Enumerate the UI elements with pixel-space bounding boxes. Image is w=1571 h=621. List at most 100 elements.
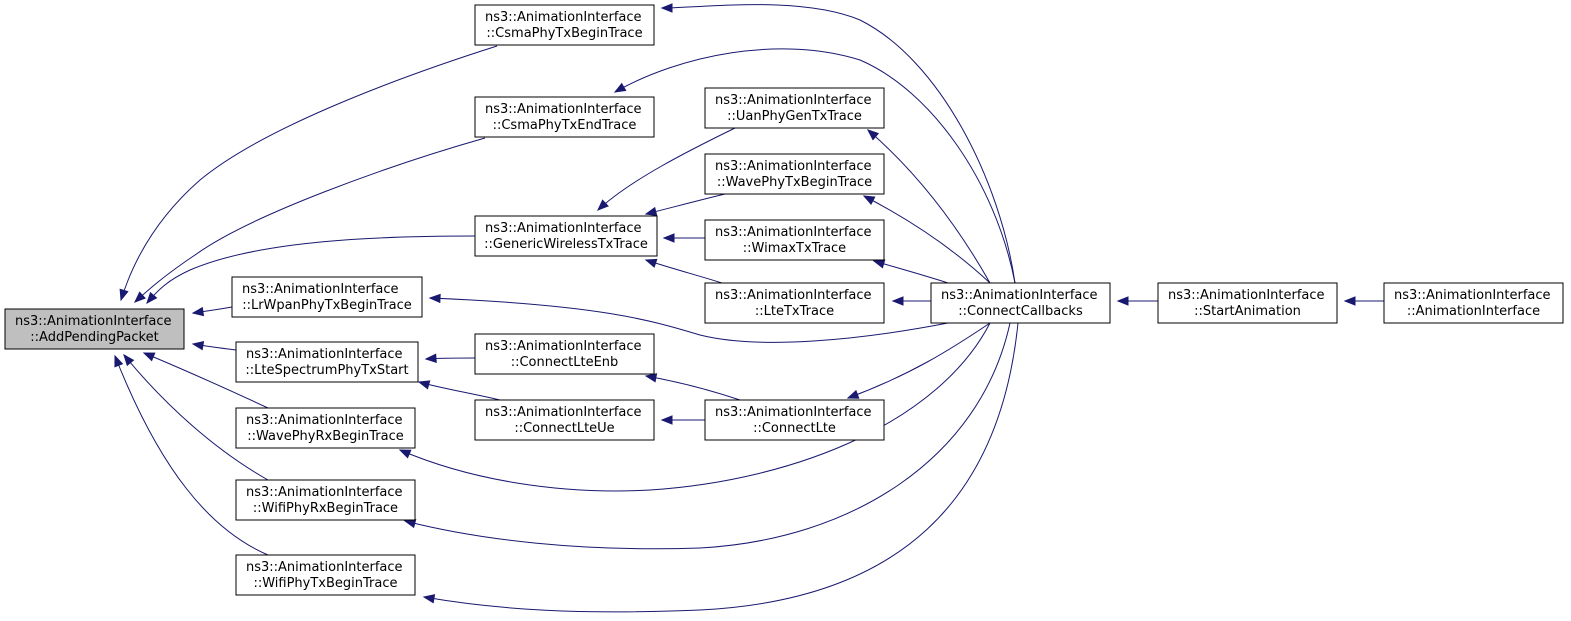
edge-UanPhyGenTxTrace-to-GenericWirelessTxTrace xyxy=(597,127,736,211)
node-CsmaPhyTxBeginTrace[interactable]: ns3::AnimationInterface::CsmaPhyTxBeginT… xyxy=(474,4,655,46)
node-namespace-label: ns3::AnimationInterface xyxy=(715,93,872,108)
node-method-label: ::WavePhyRxBeginTrace xyxy=(247,429,403,444)
node-namespace-label: ns3::AnimationInterface xyxy=(246,560,403,575)
node-box xyxy=(474,333,655,375)
node-box xyxy=(474,215,658,257)
node-AddPendingPacket[interactable]: ns3::AnimationInterface::AddPendingPacke… xyxy=(4,308,185,350)
edge-line xyxy=(404,322,1011,550)
node-namespace-label: ns3::AnimationInterface xyxy=(246,485,403,500)
node-method-label: ::UanPhyGenTxTrace xyxy=(727,109,862,124)
edge-ConnectCallbacks-to-WifiPhyRxBeginTrace xyxy=(403,322,1011,550)
node-namespace-label: ns3::AnimationInterface xyxy=(246,347,403,362)
edge-WavePhyRxBeginTrace-to-AddPendingPacket xyxy=(142,352,269,409)
arrow-head-icon xyxy=(114,354,124,368)
node-LteSpectrumPhyTxStart[interactable]: ns3::AnimationInterface::LteSpectrumPhyT… xyxy=(235,341,419,383)
edge-ConnectLte-to-ConnectLteEnb xyxy=(644,373,741,401)
arrow-head-icon xyxy=(398,449,412,459)
node-method-label: ::WimaxTxTrace xyxy=(743,241,846,256)
node-namespace-label: ns3::AnimationInterface xyxy=(715,288,872,303)
edge-WifiPhyRxBeginTrace-to-AddPendingPacket xyxy=(123,353,269,481)
edge-CsmaPhyTxBeginTrace-to-AddPendingPacket xyxy=(119,45,498,302)
node-box xyxy=(235,479,416,521)
node-WimaxTxTrace[interactable]: ns3::AnimationInterface::WimaxTxTrace xyxy=(704,219,885,261)
node-WavePhyRxBeginTrace[interactable]: ns3::AnimationInterface::WavePhyRxBeginT… xyxy=(235,407,416,449)
edge-AnimationInterface-to-StartAnimation xyxy=(1343,296,1385,306)
node-box xyxy=(4,308,185,350)
node-box xyxy=(474,399,655,441)
arrow-head-icon xyxy=(862,195,876,206)
arrow-head-icon xyxy=(662,233,675,243)
edge-line xyxy=(847,322,991,399)
node-GenericWirelessTxTrace[interactable]: ns3::AnimationInterface::GenericWireless… xyxy=(474,215,658,257)
arrow-head-icon xyxy=(866,129,880,141)
node-namespace-label: ns3::AnimationInterface xyxy=(485,405,642,420)
node-WifiPhyRxBeginTrace[interactable]: ns3::AnimationInterface::WifiPhyRxBeginT… xyxy=(235,479,416,521)
node-LteTxTrace[interactable]: ns3::AnimationInterface::LteTxTrace xyxy=(704,282,885,324)
edge-LteTxTrace-to-GenericWirelessTxTrace xyxy=(644,258,723,284)
edge-line xyxy=(867,129,991,284)
edge-line xyxy=(143,352,269,409)
edge-LrWpanPhyTxBeginTrace-to-AddPendingPacket xyxy=(191,306,233,317)
node-box xyxy=(235,407,416,449)
node-LrWpanPhyTxBeginTrace[interactable]: ns3::AnimationInterface::LrWpanPhyTxBegi… xyxy=(231,276,423,318)
node-box xyxy=(231,276,423,318)
arrow-head-icon xyxy=(417,380,431,390)
node-ConnectLteEnb[interactable]: ns3::AnimationInterface::ConnectLteEnb xyxy=(474,333,655,375)
edge-line xyxy=(661,4,1016,284)
edge-line xyxy=(123,354,269,481)
arrow-head-icon xyxy=(660,415,673,425)
edge-line xyxy=(645,193,726,215)
node-box xyxy=(1383,282,1564,324)
edge-ConnectCallbacks-to-WimaxTxTrace xyxy=(872,259,949,284)
edge-CsmaPhyTxEndTrace-to-AddPendingPacket xyxy=(134,137,486,303)
edge-ConnectCallbacks-to-CsmaPhyTxBeginTrace xyxy=(660,3,1016,284)
arrow-head-icon xyxy=(644,206,658,217)
arrow-head-icon xyxy=(403,518,417,529)
edge-line xyxy=(399,322,991,492)
node-ConnectLte[interactable]: ns3::AnimationInterface::ConnectLte xyxy=(704,399,885,441)
node-box xyxy=(704,219,885,261)
arrow-head-icon xyxy=(872,259,886,269)
node-method-label: ::AnimationInterface xyxy=(1407,304,1540,319)
edge-line xyxy=(134,137,486,303)
node-box xyxy=(704,87,885,129)
node-namespace-label: ns3::AnimationInterface xyxy=(485,10,642,25)
edge-ConnectCallbacks-to-WavePhyTxBeginTrace xyxy=(862,195,991,284)
node-AnimationInterface[interactable]: ns3::AnimationInterface::AnimationInterf… xyxy=(1383,282,1564,324)
node-method-label: ::CsmaPhyTxBeginTrace xyxy=(486,26,642,41)
arrow-head-icon xyxy=(191,306,205,317)
node-method-label: ::StartAnimation xyxy=(1194,304,1301,319)
node-namespace-label: ns3::AnimationInterface xyxy=(715,405,872,420)
edges-layer xyxy=(114,3,1385,613)
node-namespace-label: ns3::AnimationInterface xyxy=(715,225,872,240)
node-method-label: ::ConnectCallbacks xyxy=(958,304,1083,319)
arrow-head-icon xyxy=(422,594,436,604)
node-namespace-label: ns3::AnimationInterface xyxy=(246,413,403,428)
node-WavePhyTxBeginTrace[interactable]: ns3::AnimationInterface::WavePhyTxBeginT… xyxy=(704,153,885,195)
arrow-head-icon xyxy=(142,352,156,362)
edge-line xyxy=(120,45,498,301)
edge-line xyxy=(114,355,269,556)
arrow-head-icon xyxy=(660,3,673,13)
node-CsmaPhyTxEndTrace[interactable]: ns3::AnimationInterface::CsmaPhyTxEndTra… xyxy=(474,96,655,138)
edge-WifiPhyTxBeginTrace-to-AddPendingPacket xyxy=(114,354,269,556)
node-namespace-label: ns3::AnimationInterface xyxy=(485,221,642,236)
edge-line xyxy=(873,260,949,284)
edge-line xyxy=(146,235,476,304)
edge-ConnectCallbacks-to-CsmaPhyTxEndTrace xyxy=(613,48,1016,284)
arrow-head-icon xyxy=(891,296,904,306)
edge-WimaxTxTrace-to-GenericWirelessTxTrace xyxy=(662,233,706,243)
node-WifiPhyTxBeginTrace[interactable]: ns3::AnimationInterface::WifiPhyTxBeginT… xyxy=(235,554,416,596)
nodes-layer: ns3::AnimationInterface::AddPendingPacke… xyxy=(4,4,1564,596)
node-method-label: ::CsmaPhyTxEndTrace xyxy=(493,118,637,133)
node-method-label: ::WifiPhyTxBeginTrace xyxy=(253,576,397,591)
node-StartAnimation[interactable]: ns3::AnimationInterface::StartAnimation xyxy=(1157,282,1338,324)
node-ConnectCallbacks[interactable]: ns3::AnimationInterface::ConnectCallback… xyxy=(930,282,1111,324)
node-ConnectLteUe[interactable]: ns3::AnimationInterface::ConnectLteUe xyxy=(474,399,655,441)
edge-line xyxy=(423,322,1019,613)
edge-WavePhyTxBeginTrace-to-GenericWirelessTxTrace xyxy=(644,193,726,217)
edge-line xyxy=(863,195,991,284)
edge-GenericWirelessTxTrace-to-AddPendingPacket xyxy=(146,235,476,305)
node-UanPhyGenTxTrace[interactable]: ns3::AnimationInterface::UanPhyGenTxTrac… xyxy=(704,87,885,129)
arrow-head-icon xyxy=(424,353,437,363)
